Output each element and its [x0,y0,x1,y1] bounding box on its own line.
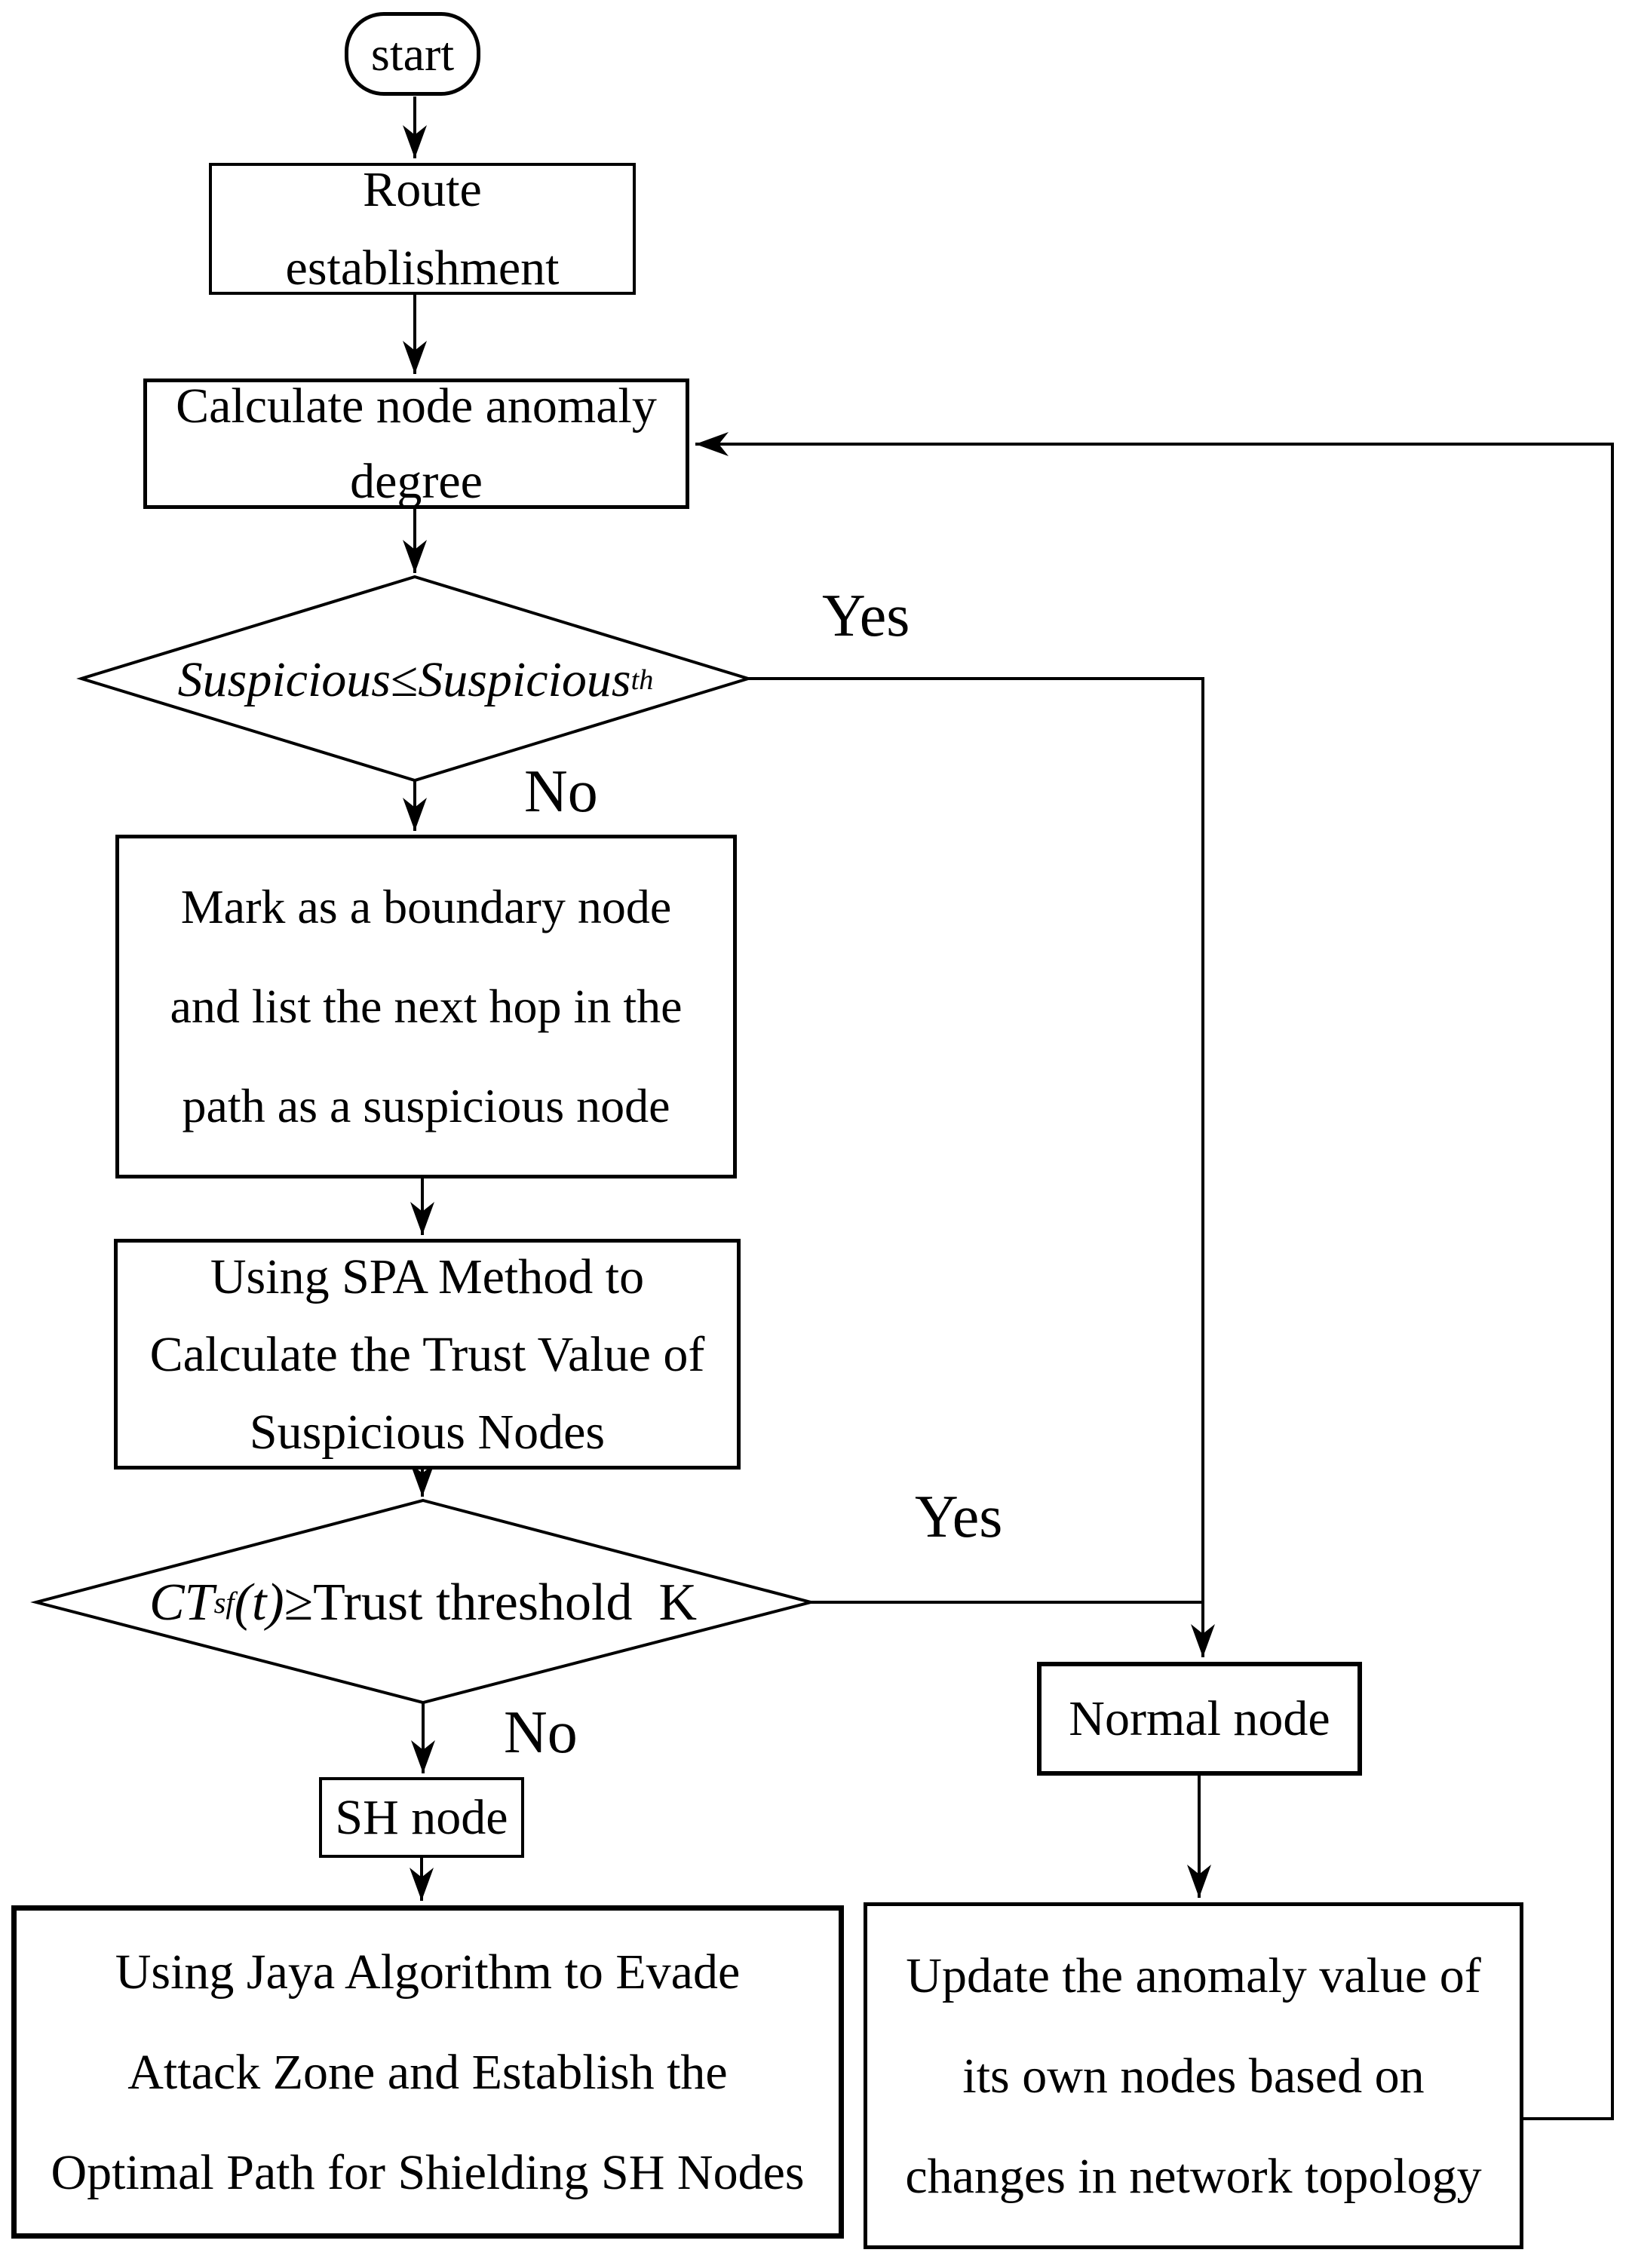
edge-update-feedback-calc [695,432,1614,2120]
start-terminator: start [345,12,480,96]
calc-line-1: Calculate node anomaly [176,378,657,434]
decision2-label: Trust threshold [313,1574,633,1632]
mark-line-2: and list the next hop in the [170,979,683,1033]
jaya-algorithm-box: Using Jaya Algorithm to Evade Attack Zon… [11,1905,844,2239]
normal-node-label: Normal node [1069,1691,1330,1746]
decision2-variable: CT [149,1574,214,1632]
update-anomaly-box: Update the anomaly value of its own node… [864,1902,1523,2249]
mark-boundary-node-box: Mark as a boundary node and list the nex… [115,835,737,1178]
spa-trust-value-box: Using SPA Method to Calculate the Trust … [114,1239,741,1470]
calc-line-2: degree [350,453,483,509]
calculate-anomaly-box: Calculate node anomaly degree [143,379,689,509]
route-line-1: Route [363,161,482,217]
less-equal-operator: ≤ [391,652,419,707]
decision1-left-term: Suspicious [177,652,391,707]
jaya-line-2: Attack Zone and Establish the [127,2044,728,2100]
spa-line-2: Calculate the Trust Value of [149,1326,705,1382]
sh-node-label: SH node [335,1790,508,1845]
decision2-threshold-k: K [658,1574,698,1632]
decision2-argument: (t) [234,1574,284,1632]
spa-line-3: Suspicious Nodes [249,1404,606,1460]
edge-decision1-yes-normal [748,677,1215,1657]
mark-line-1: Mark as a boundary node [180,880,672,933]
spa-line-1: Using SPA Method to [210,1249,645,1304]
update-line-2: its own nodes based on [962,2048,1425,2104]
jaya-line-3: Optimal Path for Shielding SH Nodes [51,2144,805,2200]
greater-equal-operator: ≥ [284,1574,314,1632]
route-line-2: establishment [285,240,560,296]
decision1-right-term: Suspicious [418,652,631,707]
mark-line-3: path as a suspicious node [182,1079,670,1132]
decision2-diamond [30,1498,817,1705]
update-line-3: changes in network topology [905,2148,1482,2204]
start-label: start [370,26,455,81]
route-establishment-box: Route establishment [209,162,636,296]
normal-node-box: Normal node [1037,1662,1362,1776]
decision1-diamond [76,575,753,783]
decision1-yes-label: Yes [822,583,910,649]
decision1-no-label: No [524,759,598,825]
jaya-line-1: Using Jaya Algorithm to Evade [115,1944,741,2000]
decision2-no-label: No [504,1699,578,1766]
sh-node-box: SH node [319,1777,524,1858]
update-line-1: Update the anomaly value of [906,1948,1481,2003]
decision2-yes-label: Yes [915,1484,1003,1550]
